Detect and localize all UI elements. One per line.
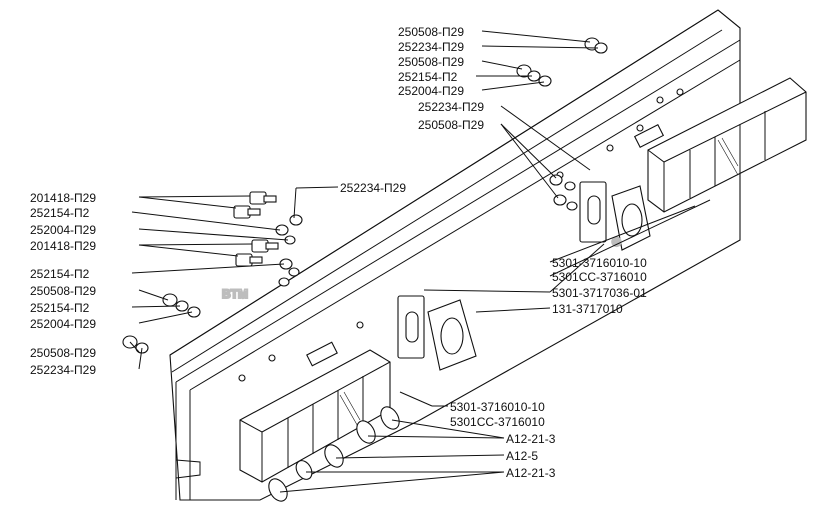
watermark-text: BTM xyxy=(222,287,248,301)
fasteners xyxy=(122,37,608,354)
label-252004-p29-b: 252004-П29 xyxy=(30,223,96,237)
label-252154-p2-d: 252154-П2 xyxy=(30,301,90,315)
watermark: BTM ® xyxy=(221,234,622,302)
label-a12-21-3-a: А12-21-3 xyxy=(506,432,556,446)
tail-lamp-right xyxy=(633,77,807,213)
label-5301cc-3716010-a: 5301СС-3716010 xyxy=(552,270,647,284)
label-201418-p29-b: 201418-П29 xyxy=(30,239,96,253)
part-labels: 250508-П29 252234-П29 250508-П29 252154-… xyxy=(30,25,647,480)
leader-lines xyxy=(129,30,711,493)
label-252154-p2-a: 252154-П2 xyxy=(398,70,458,84)
label-131-3717010: 131-3717010 xyxy=(552,302,623,316)
tail-lamp-left xyxy=(239,341,391,483)
label-250508-p29-d: 250508-П29 xyxy=(30,284,96,298)
label-a12-21-3-b: А12-21-3 xyxy=(506,466,556,480)
label-250508-p29-c: 250508-П29 xyxy=(418,118,484,132)
label-252234-p29-c: 252234-П29 xyxy=(340,181,406,195)
label-201418-p29-a: 201418-П29 xyxy=(30,191,96,205)
plate-lamp-left xyxy=(397,295,477,371)
label-5301-3717036-01: 5301-3717036-01 xyxy=(552,286,647,300)
label-250508-p29-b: 250508-П29 xyxy=(398,55,464,69)
label-5301-3716010-10-b: 5301-3716010-10 xyxy=(450,400,545,414)
label-250508-p29-e: 250508-П29 xyxy=(30,346,96,360)
label-252004-p29-a: 252004-П29 xyxy=(398,84,464,98)
label-252234-p29-b: 252234-П29 xyxy=(418,100,484,114)
label-252234-p29-a: 252234-П29 xyxy=(398,40,464,54)
label-a12-5: А12-5 xyxy=(506,449,538,463)
label-252004-p29-c: 252004-П29 xyxy=(30,317,96,331)
label-5301cc-3716010-b: 5301СС-3716010 xyxy=(450,415,545,429)
bulbs xyxy=(268,406,400,502)
label-250508-p29-a: 250508-П29 xyxy=(398,25,464,39)
label-5301-3716010-10-a: 5301-3716010-10 xyxy=(552,256,647,270)
label-252154-p2-b: 252154-П2 xyxy=(30,206,90,220)
label-252154-p2-c: 252154-П2 xyxy=(30,267,90,281)
watermark-registered: ® xyxy=(612,235,621,249)
label-252234-p29-d: 252234-П29 xyxy=(30,363,96,377)
